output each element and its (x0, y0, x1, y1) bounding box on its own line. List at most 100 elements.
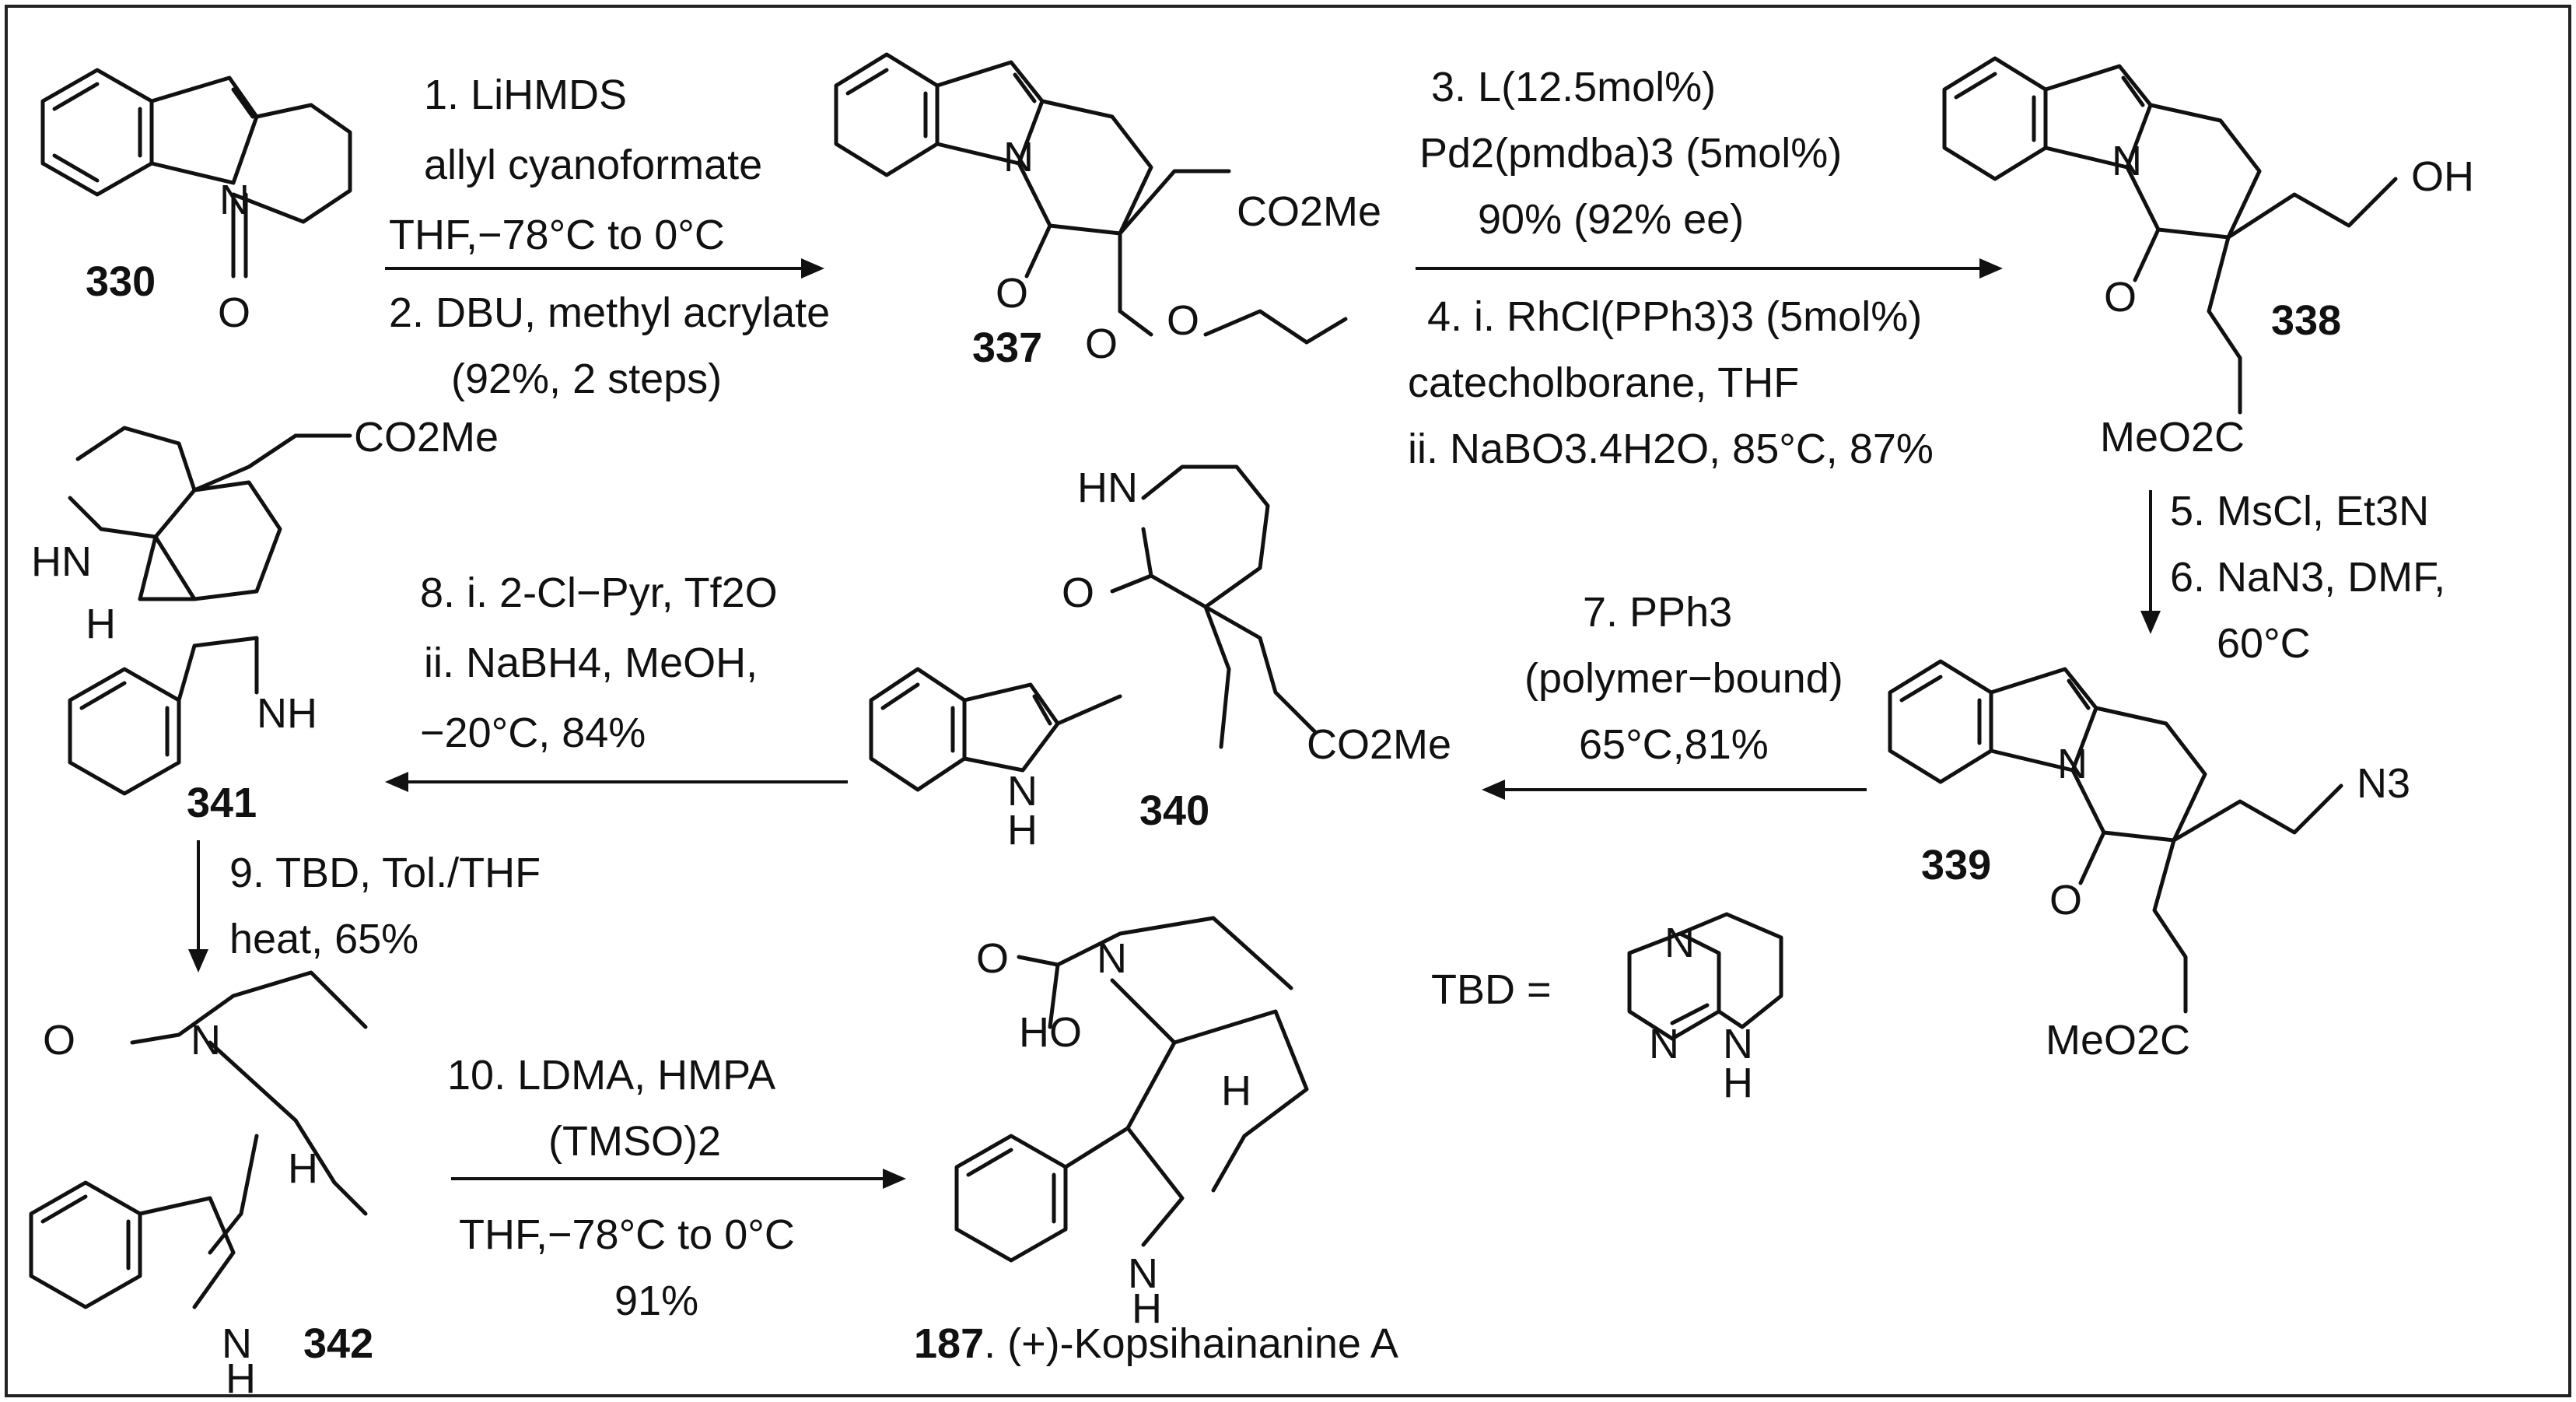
atom-h: H (226, 1355, 256, 1402)
structure-342: O N H N H (29, 970, 368, 1402)
atom-n: N (1128, 1250, 1158, 1297)
arrowhead-step-7 (1482, 780, 1505, 800)
atom-n: N (1649, 1021, 1679, 1067)
cond-1-line-3: THF,−78°C to 0°C (389, 212, 725, 258)
group-co2me: CO2Me (1307, 721, 1451, 768)
cond-1-line-5: (92%, 2 steps) (451, 356, 722, 402)
conditions-steps-5-6: 5. MsCl, Et3N 6. NaN3, DMF, 60°C (2170, 488, 2445, 667)
atom-n: N (222, 1320, 252, 1367)
cond-4-line-2: catecholborane, THF (1408, 359, 1799, 406)
group-nh: NH (257, 690, 317, 737)
structure-330: N O (40, 68, 352, 336)
conditions-step-8: 8. i. 2-Cl−Pyr, Tf2O ii. NaBH4, MeOH, −2… (420, 570, 778, 756)
structure-337: N O CO2Me O O (834, 52, 1381, 367)
cond-9-line-1: 9. TBD, Tol./THF (229, 850, 541, 896)
cond-7-line-3: 65°C,81% (1579, 721, 1769, 768)
cond-8-line-3: −20°C, 84% (420, 710, 646, 756)
cond-10-line-4: 91% (614, 1278, 698, 1324)
arrowhead-step-9 (188, 949, 208, 973)
group-ho: HO (1019, 1009, 1082, 1056)
atom-o: O (1062, 570, 1094, 616)
compound-330-label: 330 (86, 258, 156, 305)
atom-n: N (1723, 1021, 1753, 1067)
cond-1-line-2: allyl cyanoformate (424, 142, 762, 188)
arrowhead-steps-1-2 (801, 258, 824, 279)
cond-9-line-2: heat, 65% (229, 916, 418, 962)
conditions-step-7: 7. PPh3 (polymer−bound) 65°C,81% (1524, 589, 1843, 768)
atom-n: N (1097, 935, 1127, 982)
compound-187-label: 187. (+)-Kopsihainanine A (914, 1320, 1398, 1367)
cond-7-line-1: 7. PPh3 (1583, 589, 1732, 636)
cond-6-line-1: 6. NaN3, DMF, (2170, 554, 2445, 601)
arrowhead-step-8 (385, 772, 408, 792)
atom-h: H (1221, 1067, 1251, 1114)
compound-342-label: 342 (303, 1320, 373, 1367)
cond-3-line-2: Pd2(pmdba)3 (5mol%) (1419, 130, 1842, 177)
atom-o: O (1167, 297, 1199, 344)
cond-7-line-2: (polymer−bound) (1524, 655, 1843, 702)
atom-n: N (1664, 920, 1695, 966)
atom-n: N (1003, 134, 1034, 181)
compound-340-label: 340 (1139, 787, 1209, 834)
structure-tbd: N N N H (1627, 912, 1783, 1106)
atom-h: H (288, 1145, 318, 1192)
compound-339-label: 339 (1921, 842, 1991, 889)
atom-n: N (2112, 138, 2142, 184)
group-n3: N3 (2357, 760, 2410, 807)
compound-338-label: 338 (2271, 297, 2341, 344)
arrowhead-steps-3-4 (1979, 258, 2003, 279)
structure-187: O N HO H N H (954, 916, 1309, 1332)
cond-4-line-1: 4. i. RhCl(PPh3)3 (5mol%) (1427, 293, 1922, 340)
atom-h: H (1007, 807, 1038, 853)
compound-187-name: . (+)-Kopsihainanine A (984, 1320, 1398, 1367)
cond-3-line-1: 3. L(12.5mol%) (1431, 64, 1716, 110)
group-hn: HN (31, 538, 92, 585)
compound-187-number: 187 (914, 1320, 984, 1367)
atom-o: O (43, 1017, 75, 1064)
structure-338: N O OH MeO2C (1942, 56, 2474, 461)
compound-341-label: 341 (187, 780, 257, 826)
atom-h: H (1132, 1285, 1162, 1332)
conditions-step-10: 10. LDMA, HMPA (TMSO)2 THF,−78°C to 0°C … (447, 1052, 795, 1324)
tbd-label: TBD = (1431, 966, 1552, 1013)
group-co2me: CO2Me (1237, 188, 1381, 235)
conditions-steps-3-4: 3. L(12.5mol%) Pd2(pmdba)3 (5mol%) 90% (… (1408, 64, 1934, 472)
atom-n: N (2057, 741, 2088, 787)
cond-5-line-1: 5. MsCl, Et3N (2170, 488, 2429, 535)
group-meo2c: MeO2C (2046, 1017, 2190, 1064)
group-oh: OH (2411, 153, 2474, 200)
group-co2me: CO2Me (354, 414, 499, 461)
atom-o: O (996, 270, 1028, 317)
atom-n: N (1007, 768, 1038, 815)
cond-1-line-4: 2. DBU, methyl acrylate (389, 289, 830, 336)
atom-o: O (218, 289, 250, 336)
atom-h: H (86, 601, 116, 647)
cond-1-line-1: 1. LiHMDS (424, 72, 627, 118)
atom-o: O (976, 935, 1009, 982)
conditions-step-9: 9. TBD, Tol./THF heat, 65% (229, 850, 541, 962)
group-meo2c: MeO2C (2100, 414, 2245, 461)
atom-o: O (2049, 877, 2082, 924)
cond-3-line-3: 90% (92% ee) (1478, 196, 1744, 243)
cond-8-line-2: ii. NaBH4, MeOH, (424, 640, 758, 686)
atom-o: O (1085, 321, 1118, 367)
arrowhead-steps-5-6 (2140, 611, 2161, 634)
compound-337-label: 337 (972, 324, 1042, 371)
structure-339: N O N3 MeO2C (1888, 659, 2410, 1064)
cond-10-line-2: (TMSO)2 (548, 1118, 721, 1165)
atom-h: H (1723, 1060, 1753, 1106)
cond-6-line-2: 60°C (2217, 620, 2311, 667)
atom-o: O (2104, 274, 2137, 321)
atom-n: N (219, 177, 250, 223)
structure-340: HN O CO2Me N H (869, 464, 1451, 853)
conditions-steps-1-2: 1. LiHMDS allyl cyanoformate THF,−78°C t… (389, 72, 830, 402)
scheme-frame (5, 5, 2571, 1397)
atom-n: N (191, 1017, 221, 1064)
structure-341: CO2Me HN H NH (31, 414, 499, 796)
cond-8-line-1: 8. i. 2-Cl−Pyr, Tf2O (420, 570, 778, 616)
cond-4-line-3: ii. NaBO3.4H2O, 85°C, 87% (1408, 426, 1934, 472)
group-hn: HN (1077, 464, 1138, 511)
arrowhead-step-10 (883, 1169, 906, 1189)
cond-10-line-1: 10. LDMA, HMPA (447, 1052, 775, 1099)
